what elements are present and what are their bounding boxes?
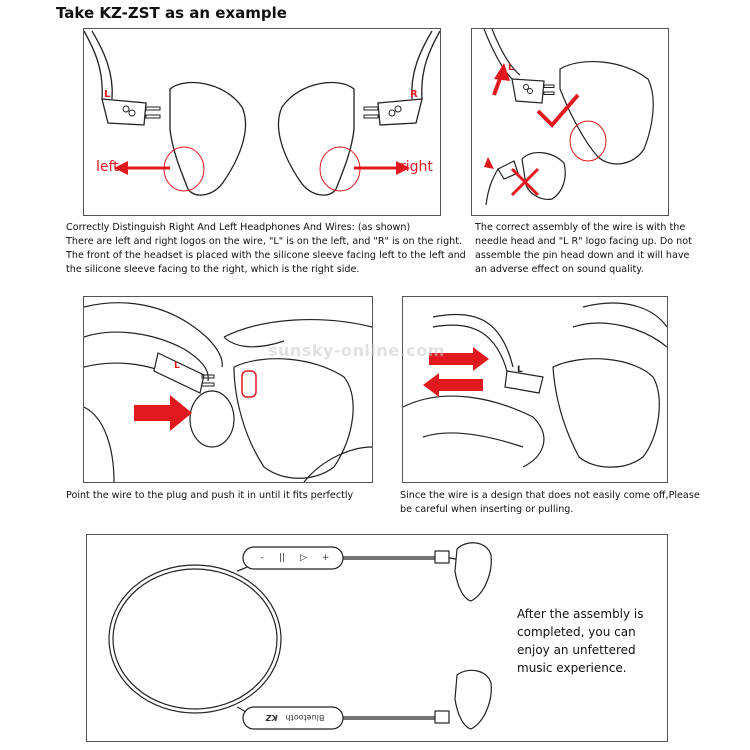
assembly-wire-mark: L <box>508 63 514 73</box>
caption-assembly: The correct assembly of the wire is with… <box>475 222 692 275</box>
plug-illustration <box>84 302 372 482</box>
kz-logo: KZ <box>265 713 278 723</box>
volume-up-button: + <box>321 553 330 563</box>
caption-left-right: Correctly Distinguish Right And Left Hea… <box>66 222 466 275</box>
volume-down-button: - <box>260 553 264 563</box>
pull-illustration <box>403 302 667 468</box>
left-label: left <box>96 159 119 175</box>
pull-wire-mark: L <box>517 365 523 375</box>
caption-plug: Point the wire to the plug and push it i… <box>66 490 354 501</box>
page-title: Take KZ-ZST as an example <box>56 4 287 22</box>
panel-final: - || ▷ + Bluetooth KZ After the assembly… <box>86 534 668 742</box>
wire-right-mark: R <box>410 89 418 100</box>
panel-left-right: left right L R <box>83 28 441 216</box>
bluetooth-label: Bluetooth <box>285 713 325 723</box>
pause-button: || <box>278 553 285 563</box>
wire-left-mark: L <box>104 89 111 100</box>
panel-plug: L <box>83 296 373 483</box>
panel-assembly: L <box>471 28 669 216</box>
final-text: After the assembly is completed, you can… <box>517 607 644 675</box>
panel-pull: L <box>402 296 668 483</box>
caption-pull: Since the wire is a design that does not… <box>400 490 700 515</box>
plug-wire-mark: L <box>174 361 180 371</box>
play-button: ▷ <box>299 553 307 563</box>
headset-illustration <box>108 542 492 730</box>
left-right-illustration <box>84 30 440 196</box>
watermark-text: sunsky-online.com <box>268 341 445 360</box>
right-label: right <box>400 159 433 175</box>
assembly-illustration <box>483 29 654 206</box>
bluetooth-module: Bluetooth KZ <box>253 711 337 725</box>
remote-control: - || ▷ + <box>253 551 337 565</box>
